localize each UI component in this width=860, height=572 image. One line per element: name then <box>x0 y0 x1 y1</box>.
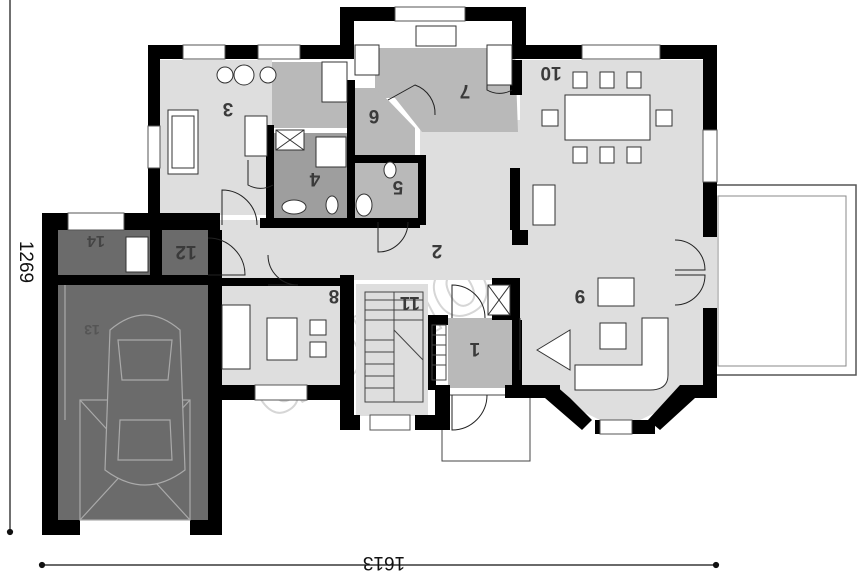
doors <box>207 65 706 431</box>
room-label-11: 11 <box>400 292 421 313</box>
room-label-6: 6 <box>369 105 380 126</box>
dimension-depth: 1269 <box>15 241 36 283</box>
room-label-4: 4 <box>309 168 320 189</box>
dimension-width: 1613 <box>363 552 405 572</box>
room-label-7: 7 <box>460 80 471 101</box>
room-label-3: 3 <box>223 98 234 119</box>
windows <box>67 6 718 435</box>
room-label-5: 5 <box>392 176 403 197</box>
furniture <box>125 25 673 391</box>
terrace-inner <box>717 195 847 367</box>
terrace-outline <box>713 184 857 376</box>
room-label-8: 8 <box>329 285 340 306</box>
room-label-9: 9 <box>575 285 586 306</box>
room-label-13: 13 <box>84 322 100 338</box>
entrance-steps <box>441 394 531 462</box>
room-label-1: 1 <box>469 338 480 359</box>
garage-car <box>64 285 191 521</box>
room-labels: 1 2 3 4 5 6 7 8 9 10 11 12 13 14 <box>84 62 585 359</box>
dimension-depth-group: 1269 <box>15 241 36 283</box>
room-label-10: 10 <box>540 62 561 83</box>
room-label-12: 12 <box>175 241 196 262</box>
dimension-lines <box>6 0 720 569</box>
dimension-width-group: 1613 <box>363 552 405 572</box>
room-label-2: 2 <box>432 240 443 261</box>
room-label-14: 14 <box>87 232 105 249</box>
stairs <box>364 291 447 403</box>
